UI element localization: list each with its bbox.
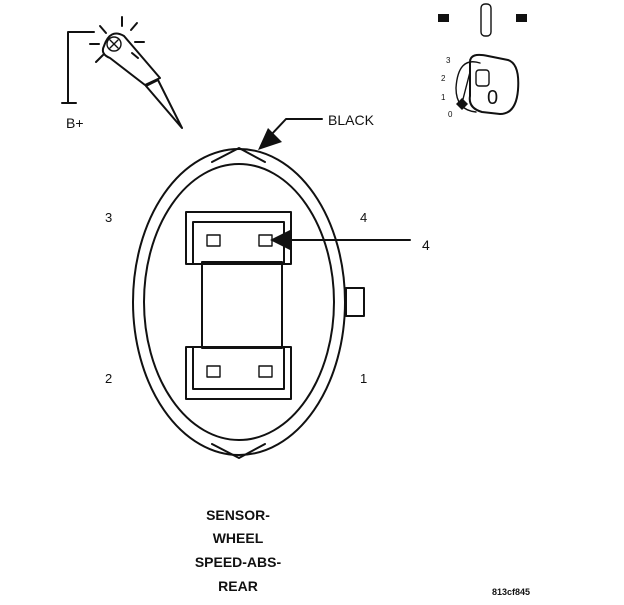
ignition-position-3: 3 — [446, 56, 451, 65]
caption-line-3: SPEED-ABS- — [195, 554, 282, 570]
ignition-key-character: 0 — [487, 87, 498, 109]
terminal-block — [185, 211, 292, 400]
wire-color-label: BLACK — [328, 112, 375, 128]
ignition-position-2: 2 — [441, 74, 446, 83]
caption-line-4: REAR — [218, 578, 258, 594]
caption-line-1: SENSOR- — [206, 507, 270, 523]
pin-label-4: 4 — [360, 210, 367, 225]
pin-label-1: 1 — [360, 371, 367, 386]
callout-arrow — [270, 230, 411, 250]
test-light-probe-icon — [61, 16, 183, 129]
terminal-cavity-3 — [206, 234, 221, 247]
ignition-position-0: 0 — [448, 110, 453, 119]
caption-line-2: WHEEL — [213, 530, 264, 546]
terminal-cavity-4 — [258, 234, 273, 247]
ignition-position-1: 1 — [441, 93, 446, 102]
terminal-cavity-2 — [206, 365, 221, 378]
callout-label: 4 — [422, 237, 430, 253]
connector-housing — [132, 147, 365, 459]
terminal-cavity-1 — [258, 365, 273, 378]
ignition-key-icon — [438, 3, 527, 115]
figure-code: 813cf845 — [492, 587, 530, 597]
wire-color-arrow — [258, 118, 323, 150]
pin-label-3: 3 — [105, 210, 112, 225]
battery-positive-label: B+ — [66, 115, 84, 131]
pin-label-2: 2 — [105, 371, 112, 386]
